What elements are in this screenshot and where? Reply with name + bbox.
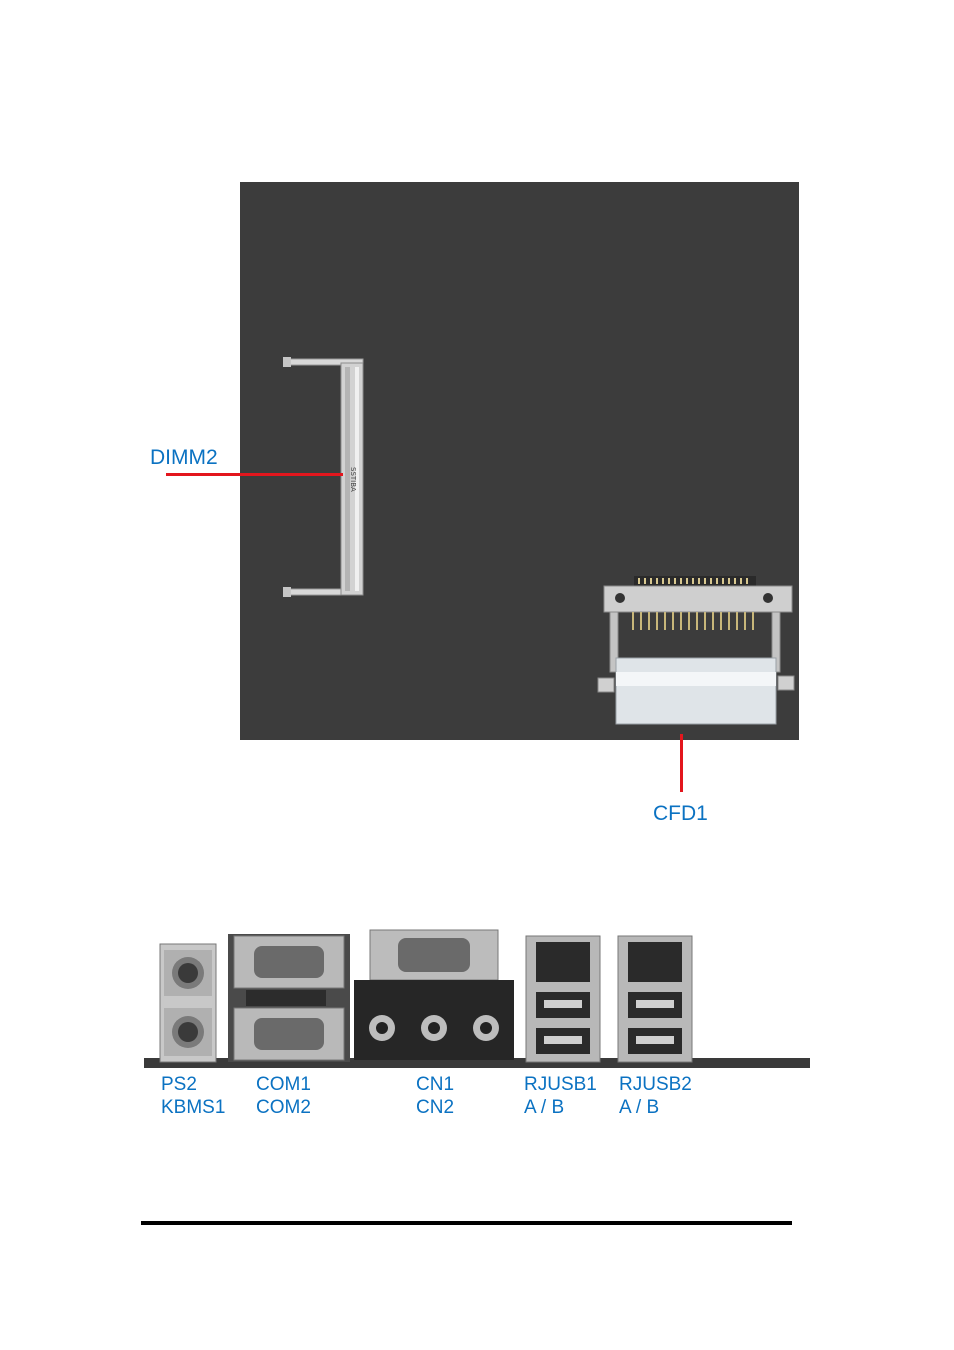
dimm2-label: DIMM2 [150,446,218,469]
rear-io-panel-image [144,929,810,1068]
cn1-cn2-label: CN1 CN2 [416,1073,454,1119]
port-label-line2: COM2 [256,1097,311,1118]
com1-com2-label: COM1 COM2 [256,1073,311,1119]
port-label-line1: COM1 [256,1074,311,1095]
rjusb1-label: RJUSB1 A / B [524,1073,597,1119]
port-label-line1: RJUSB2 [619,1074,692,1095]
port-label-line2: A / B [524,1097,565,1118]
cfd1-label: CFD1 [653,802,708,825]
port-label-line2: KBMS1 [161,1097,226,1118]
footer-rule [141,1221,792,1225]
rjusb1-port-stack [525,935,601,1063]
port-label-line2: A / B [619,1097,660,1118]
port-label-line1: PS2 [161,1074,197,1095]
com-port-stack [228,934,350,1062]
port-label-line2: CN2 [416,1097,455,1118]
dimm-callout-line [166,473,343,476]
ps2-kbms1-label: PS2 KBMS1 [161,1073,225,1119]
rjusb2-port-stack [617,935,693,1063]
cn-port-stack [354,929,514,1060]
port-label-line1: RJUSB1 [524,1074,597,1095]
cfd-slot-image [597,576,795,725]
port-label-line1: CN1 [416,1074,455,1095]
dimm-silkscreen: SSTIBA [349,467,357,492]
ps2-port-stack [159,943,217,1063]
rjusb2-label: RJUSB2 A / B [619,1073,692,1119]
board-photo [240,182,799,740]
dimm-slot-image: SSTIBA [283,357,364,597]
cfd-callout-line [680,734,683,792]
